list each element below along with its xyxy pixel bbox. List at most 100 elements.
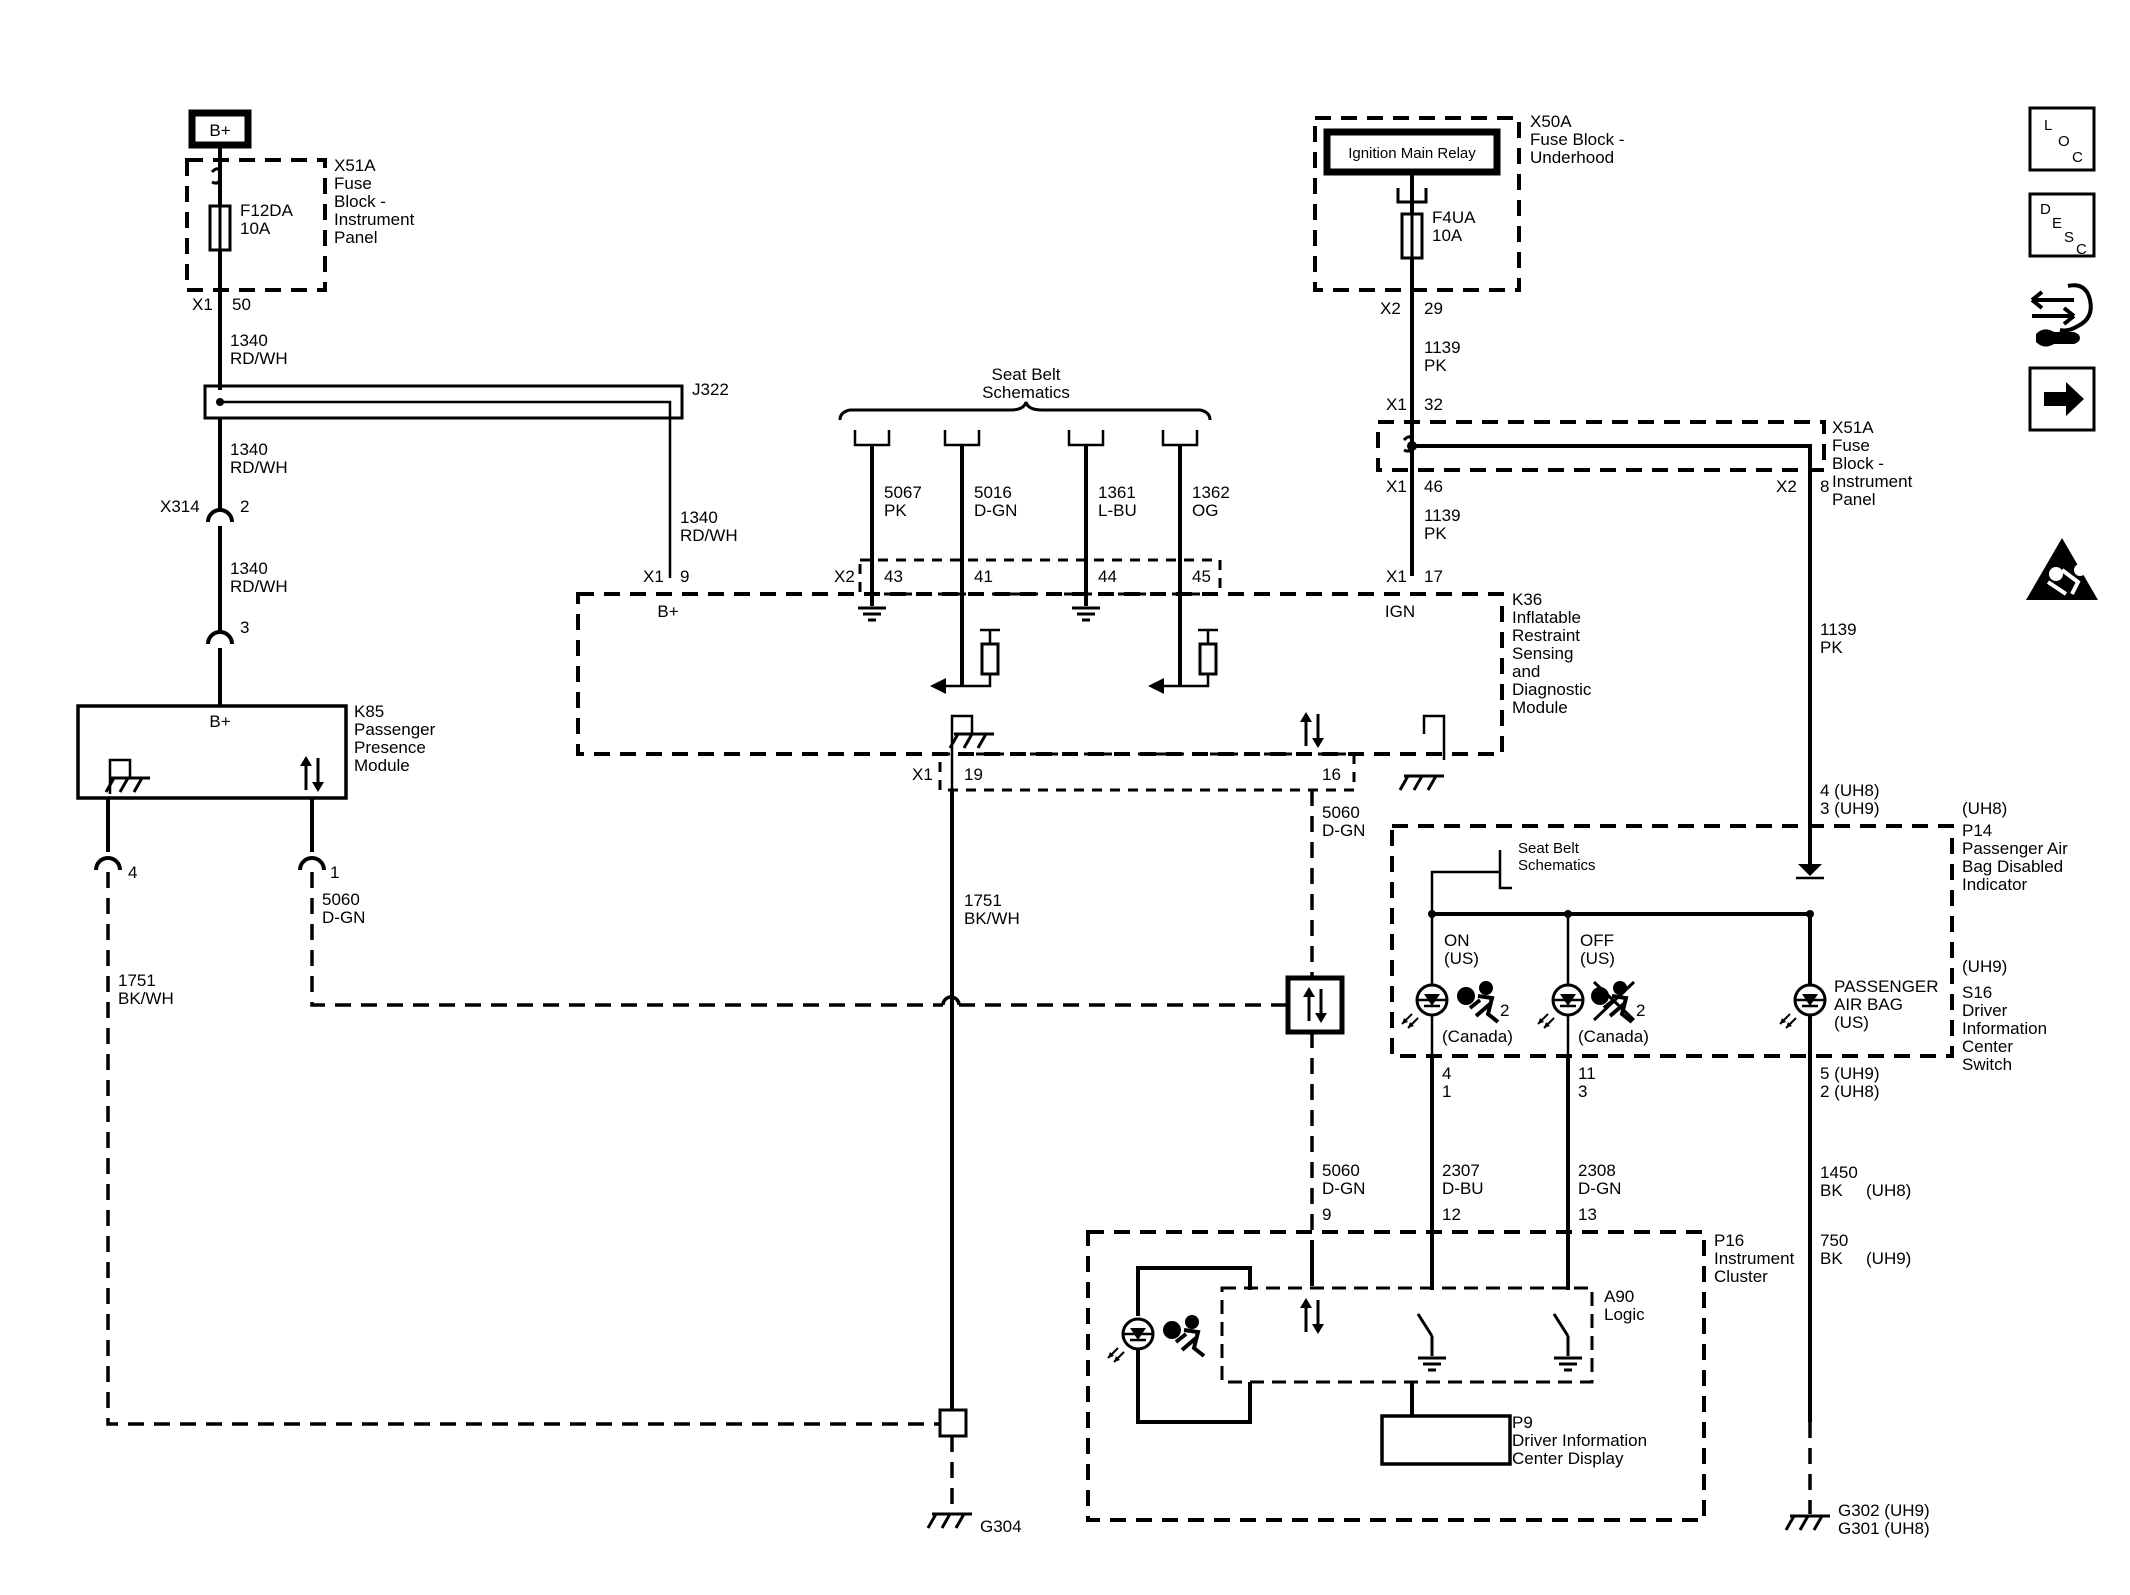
svg-text:44: 44 <box>1098 567 1117 586</box>
svg-text:(US): (US) <box>1444 949 1479 968</box>
svg-text:RD/WH: RD/WH <box>230 458 288 477</box>
svg-text:X1: X1 <box>1386 477 1407 496</box>
svg-text:Driver Information: Driver Information <box>1512 1431 1647 1450</box>
svg-text:2: 2 <box>240 497 249 516</box>
svg-text:1362: 1362 <box>1192 483 1230 502</box>
svg-text:Center Display: Center Display <box>1512 1449 1624 1468</box>
svg-text:(Canada): (Canada) <box>1578 1027 1649 1046</box>
svg-text:1340: 1340 <box>680 508 718 527</box>
svg-text:Schematics: Schematics <box>1518 857 1596 874</box>
k36-data-icon <box>1298 710 1326 750</box>
fuse-block-x51a-right <box>1376 420 1826 472</box>
svg-text:5060: 5060 <box>322 890 360 909</box>
serial-data-inline <box>1285 975 1345 1035</box>
svg-text:RD/WH: RD/WH <box>230 577 288 596</box>
diagnostic-tools-icon[interactable] <box>2030 283 2093 347</box>
indicator-p14 <box>1390 824 1954 1058</box>
svg-text:2: 2 <box>1636 1001 1645 1020</box>
svg-text:D: D <box>2040 201 2051 218</box>
svg-text:Fuse: Fuse <box>334 174 372 193</box>
svg-text:X2: X2 <box>1380 299 1401 318</box>
fuse-id: F12DA <box>240 201 294 220</box>
ground-g304-icon <box>926 1512 974 1530</box>
svg-text:3: 3 <box>1578 1082 1587 1101</box>
svg-text:A90: A90 <box>1604 1287 1634 1306</box>
svg-text:K85: K85 <box>354 702 384 721</box>
svg-text:OFF: OFF <box>1580 931 1614 950</box>
svg-text:D-GN: D-GN <box>1322 1179 1365 1198</box>
description-view-icon[interactable]: D E S C <box>2028 192 2096 258</box>
next-page-arrow-icon[interactable] <box>2028 366 2096 432</box>
svg-text:(US): (US) <box>1834 1013 1869 1032</box>
svg-text:BK: BK <box>1820 1181 1843 1200</box>
svg-text:X1: X1 <box>192 295 213 314</box>
svg-text:1139: 1139 <box>1424 506 1461 525</box>
svg-text:X1: X1 <box>1386 395 1407 414</box>
svg-text:12: 12 <box>1442 1205 1461 1224</box>
svg-text:9: 9 <box>1322 1205 1331 1224</box>
logic-a90 <box>1220 1286 1594 1384</box>
fuse-f12da <box>208 204 232 252</box>
svg-text:Passenger: Passenger <box>354 720 436 739</box>
svg-text:(UH9): (UH9) <box>1962 957 2007 976</box>
svg-text:1: 1 <box>330 863 339 882</box>
svg-text:9: 9 <box>680 567 689 586</box>
svg-text:X314: X314 <box>160 497 200 516</box>
svg-text:Driver: Driver <box>1962 1001 2008 1020</box>
svg-text:16: 16 <box>1322 765 1341 784</box>
svg-text:5060: 5060 <box>1322 803 1360 822</box>
svg-text:X2: X2 <box>1776 477 1797 496</box>
location-view-icon[interactable]: L O C <box>2028 106 2096 172</box>
svg-text:1: 1 <box>1442 1082 1451 1101</box>
module-k36 <box>576 592 1504 756</box>
svg-text:B+: B+ <box>657 602 678 621</box>
svg-text:PASSENGER: PASSENGER <box>1834 977 1939 996</box>
airbag-on-icon <box>1455 979 1500 1024</box>
svg-text:11: 11 <box>1578 1064 1596 1083</box>
svg-text:1139: 1139 <box>1424 338 1461 357</box>
svg-text:Indicator: Indicator <box>1962 875 2028 894</box>
svg-text:8: 8 <box>1820 477 1829 496</box>
seat-belt-sensor-2 <box>1148 628 1218 694</box>
svg-text:PK: PK <box>1820 638 1843 657</box>
svg-text:3: 3 <box>240 618 249 637</box>
instrument-cluster-p16 <box>1086 1230 1706 1522</box>
svg-text:13: 13 <box>1578 1205 1597 1224</box>
svg-text:Fuse: Fuse <box>1832 436 1870 455</box>
svg-text:4: 4 <box>128 863 137 882</box>
svg-text:Sensing: Sensing <box>1512 644 1573 663</box>
svg-text:41: 41 <box>974 567 993 586</box>
svg-text:S: S <box>2064 229 2074 246</box>
fuse-f4ua <box>1400 212 1424 260</box>
svg-text:S16: S16 <box>1962 983 1992 1002</box>
svg-text:C: C <box>2076 241 2087 258</box>
svg-text:PK: PK <box>1424 524 1447 543</box>
svg-text:G304: G304 <box>980 1517 1022 1536</box>
svg-text:Restraint: Restraint <box>1512 626 1580 645</box>
svg-text:F4UA: F4UA <box>1432 208 1476 227</box>
svg-text:Seat Belt: Seat Belt <box>1518 840 1580 857</box>
svg-text:Bag Disabled: Bag Disabled <box>1962 857 2063 876</box>
svg-text:OG: OG <box>1192 501 1218 520</box>
svg-text:BK/WH: BK/WH <box>118 989 174 1008</box>
svg-text:Instrument: Instrument <box>1832 472 1913 491</box>
svg-text:RD/WH: RD/WH <box>230 349 288 368</box>
fuse-terminal-icon <box>210 167 222 185</box>
svg-text:Inflatable: Inflatable <box>1512 608 1581 627</box>
svg-text:PK: PK <box>884 501 907 520</box>
svg-text:O: O <box>2058 133 2070 150</box>
svg-text:Logic: Logic <box>1604 1305 1645 1324</box>
svg-text:10A: 10A <box>1432 226 1463 245</box>
svg-text:G301 (UH8): G301 (UH8) <box>1838 1519 1930 1538</box>
svg-text:32: 32 <box>1424 395 1443 414</box>
svg-text:Center: Center <box>1962 1037 2013 1056</box>
svg-text:and: and <box>1512 662 1540 681</box>
svg-text:L: L <box>2044 117 2052 134</box>
passenger-lamp-icon <box>1778 983 1827 1030</box>
svg-text:Instrument: Instrument <box>334 210 415 229</box>
svg-text:PK: PK <box>1424 356 1447 375</box>
svg-text:Block -: Block - <box>334 192 386 211</box>
svg-text:X1: X1 <box>643 567 664 586</box>
fuse-rating: 10A <box>240 219 271 238</box>
airbag-warning-icon <box>2026 538 2098 600</box>
